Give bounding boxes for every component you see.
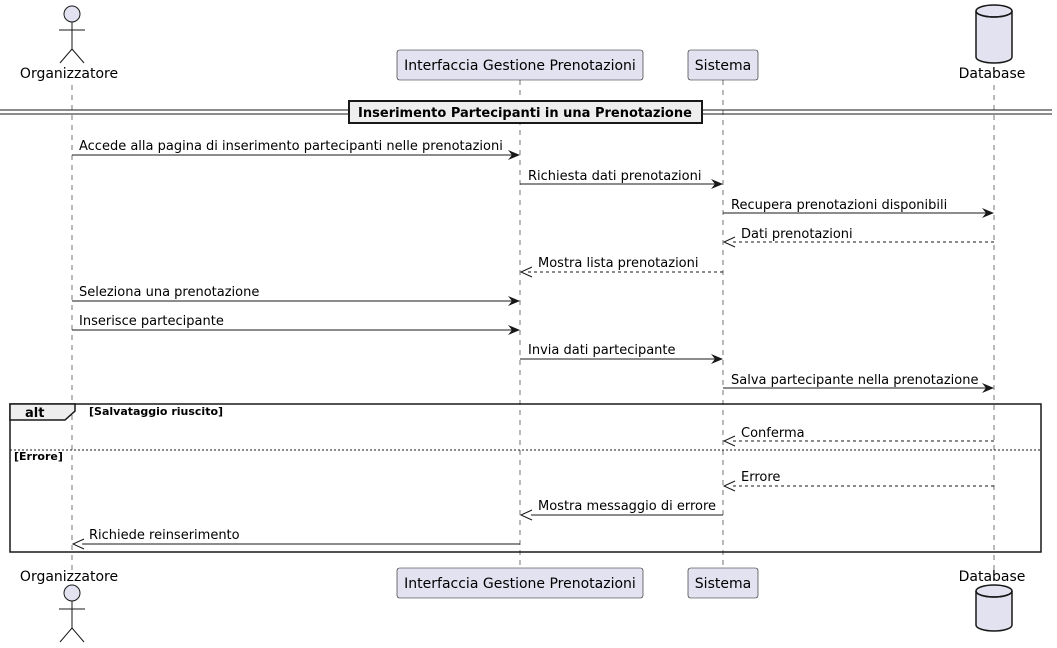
message-label: Errore: [741, 470, 780, 485]
message-label: Seleziona una prenotazione: [79, 285, 259, 300]
database-bottom: Database: [959, 569, 1026, 632]
message-label: Recupera prenotazioni disponibili: [731, 198, 947, 213]
participant-label: Organizzatore: [20, 66, 118, 82]
participant-label: Database: [959, 66, 1026, 82]
message-label: Richiesta dati prenotazioni: [528, 169, 701, 184]
message-1: Accede alla pagina di inserimento partec…: [72, 139, 520, 160]
participant-interfaccia-bottom: Interfaccia Gestione Prenotazioni: [396, 567, 644, 599]
actor-icon: [59, 5, 85, 64]
message-8: Invia dati partecipante: [520, 343, 723, 364]
participant-label: Sistema: [695, 576, 751, 592]
alt-guard-success: [Salvataggio riuscito]: [89, 405, 223, 418]
message-7: Inserisce partecipante: [72, 314, 520, 335]
database-icon: [975, 4, 1013, 64]
participant-sistema-bottom: Sistema: [687, 567, 759, 599]
message-11: Errore: [722, 470, 994, 492]
database-icon: [975, 584, 1013, 632]
message-label: Richiede reinserimento: [89, 528, 240, 543]
message-label: Invia dati partecipante: [528, 343, 676, 358]
message-12: Mostra messaggio di errore: [519, 499, 723, 521]
participant-label: Interfaccia Gestione Prenotazioni: [404, 576, 636, 592]
message-label: Mostra messaggio di errore: [538, 499, 716, 514]
database-top: Database: [959, 4, 1026, 82]
message-13: Richiede reinserimento: [71, 528, 520, 550]
participant-sistema-top: Sistema: [687, 49, 759, 81]
message-9: Salva partecipante nella prenotazione: [723, 373, 994, 393]
actor-organizzatore-bottom: Organizzatore: [20, 569, 118, 643]
message-3: Recupera prenotazioni disponibili: [723, 198, 994, 218]
divider-label: Inserimento Partecipanti in una Prenotaz…: [358, 106, 692, 121]
message-label: Inserisce partecipante: [79, 314, 224, 329]
actor-icon: [59, 584, 85, 643]
message-5: Mostra lista prenotazioni: [519, 256, 723, 278]
alt-guard-error: [Errore]: [14, 450, 63, 463]
message-2: Richiesta dati prenotazioni: [520, 169, 723, 189]
message-label: Salva partecipante nella prenotazione: [731, 373, 978, 388]
message-label: Dati prenotazioni: [741, 227, 853, 242]
divider: Inserimento Partecipanti in una Prenotaz…: [0, 100, 1052, 124]
message-4: Dati prenotazioni: [722, 227, 994, 248]
actor-organizzatore-top: Organizzatore: [20, 5, 118, 82]
message-label: Accede alla pagina di inserimento partec…: [79, 139, 503, 154]
message-label: Mostra lista prenotazioni: [538, 256, 698, 271]
participant-interfaccia-top: Interfaccia Gestione Prenotazioni: [396, 49, 644, 81]
message-10: Conferma: [722, 426, 994, 447]
participant-label: Sistema: [695, 58, 751, 74]
participant-label: Organizzatore: [20, 569, 118, 585]
message-label: Conferma: [741, 426, 805, 441]
message-6: Seleziona una prenotazione: [72, 285, 520, 306]
participant-label: Database: [959, 569, 1026, 585]
alt-keyword: alt: [25, 406, 44, 421]
alt-fragment: alt [Salvataggio riuscito] [Errore]: [9, 403, 1042, 553]
participant-label: Interfaccia Gestione Prenotazioni: [404, 58, 636, 74]
